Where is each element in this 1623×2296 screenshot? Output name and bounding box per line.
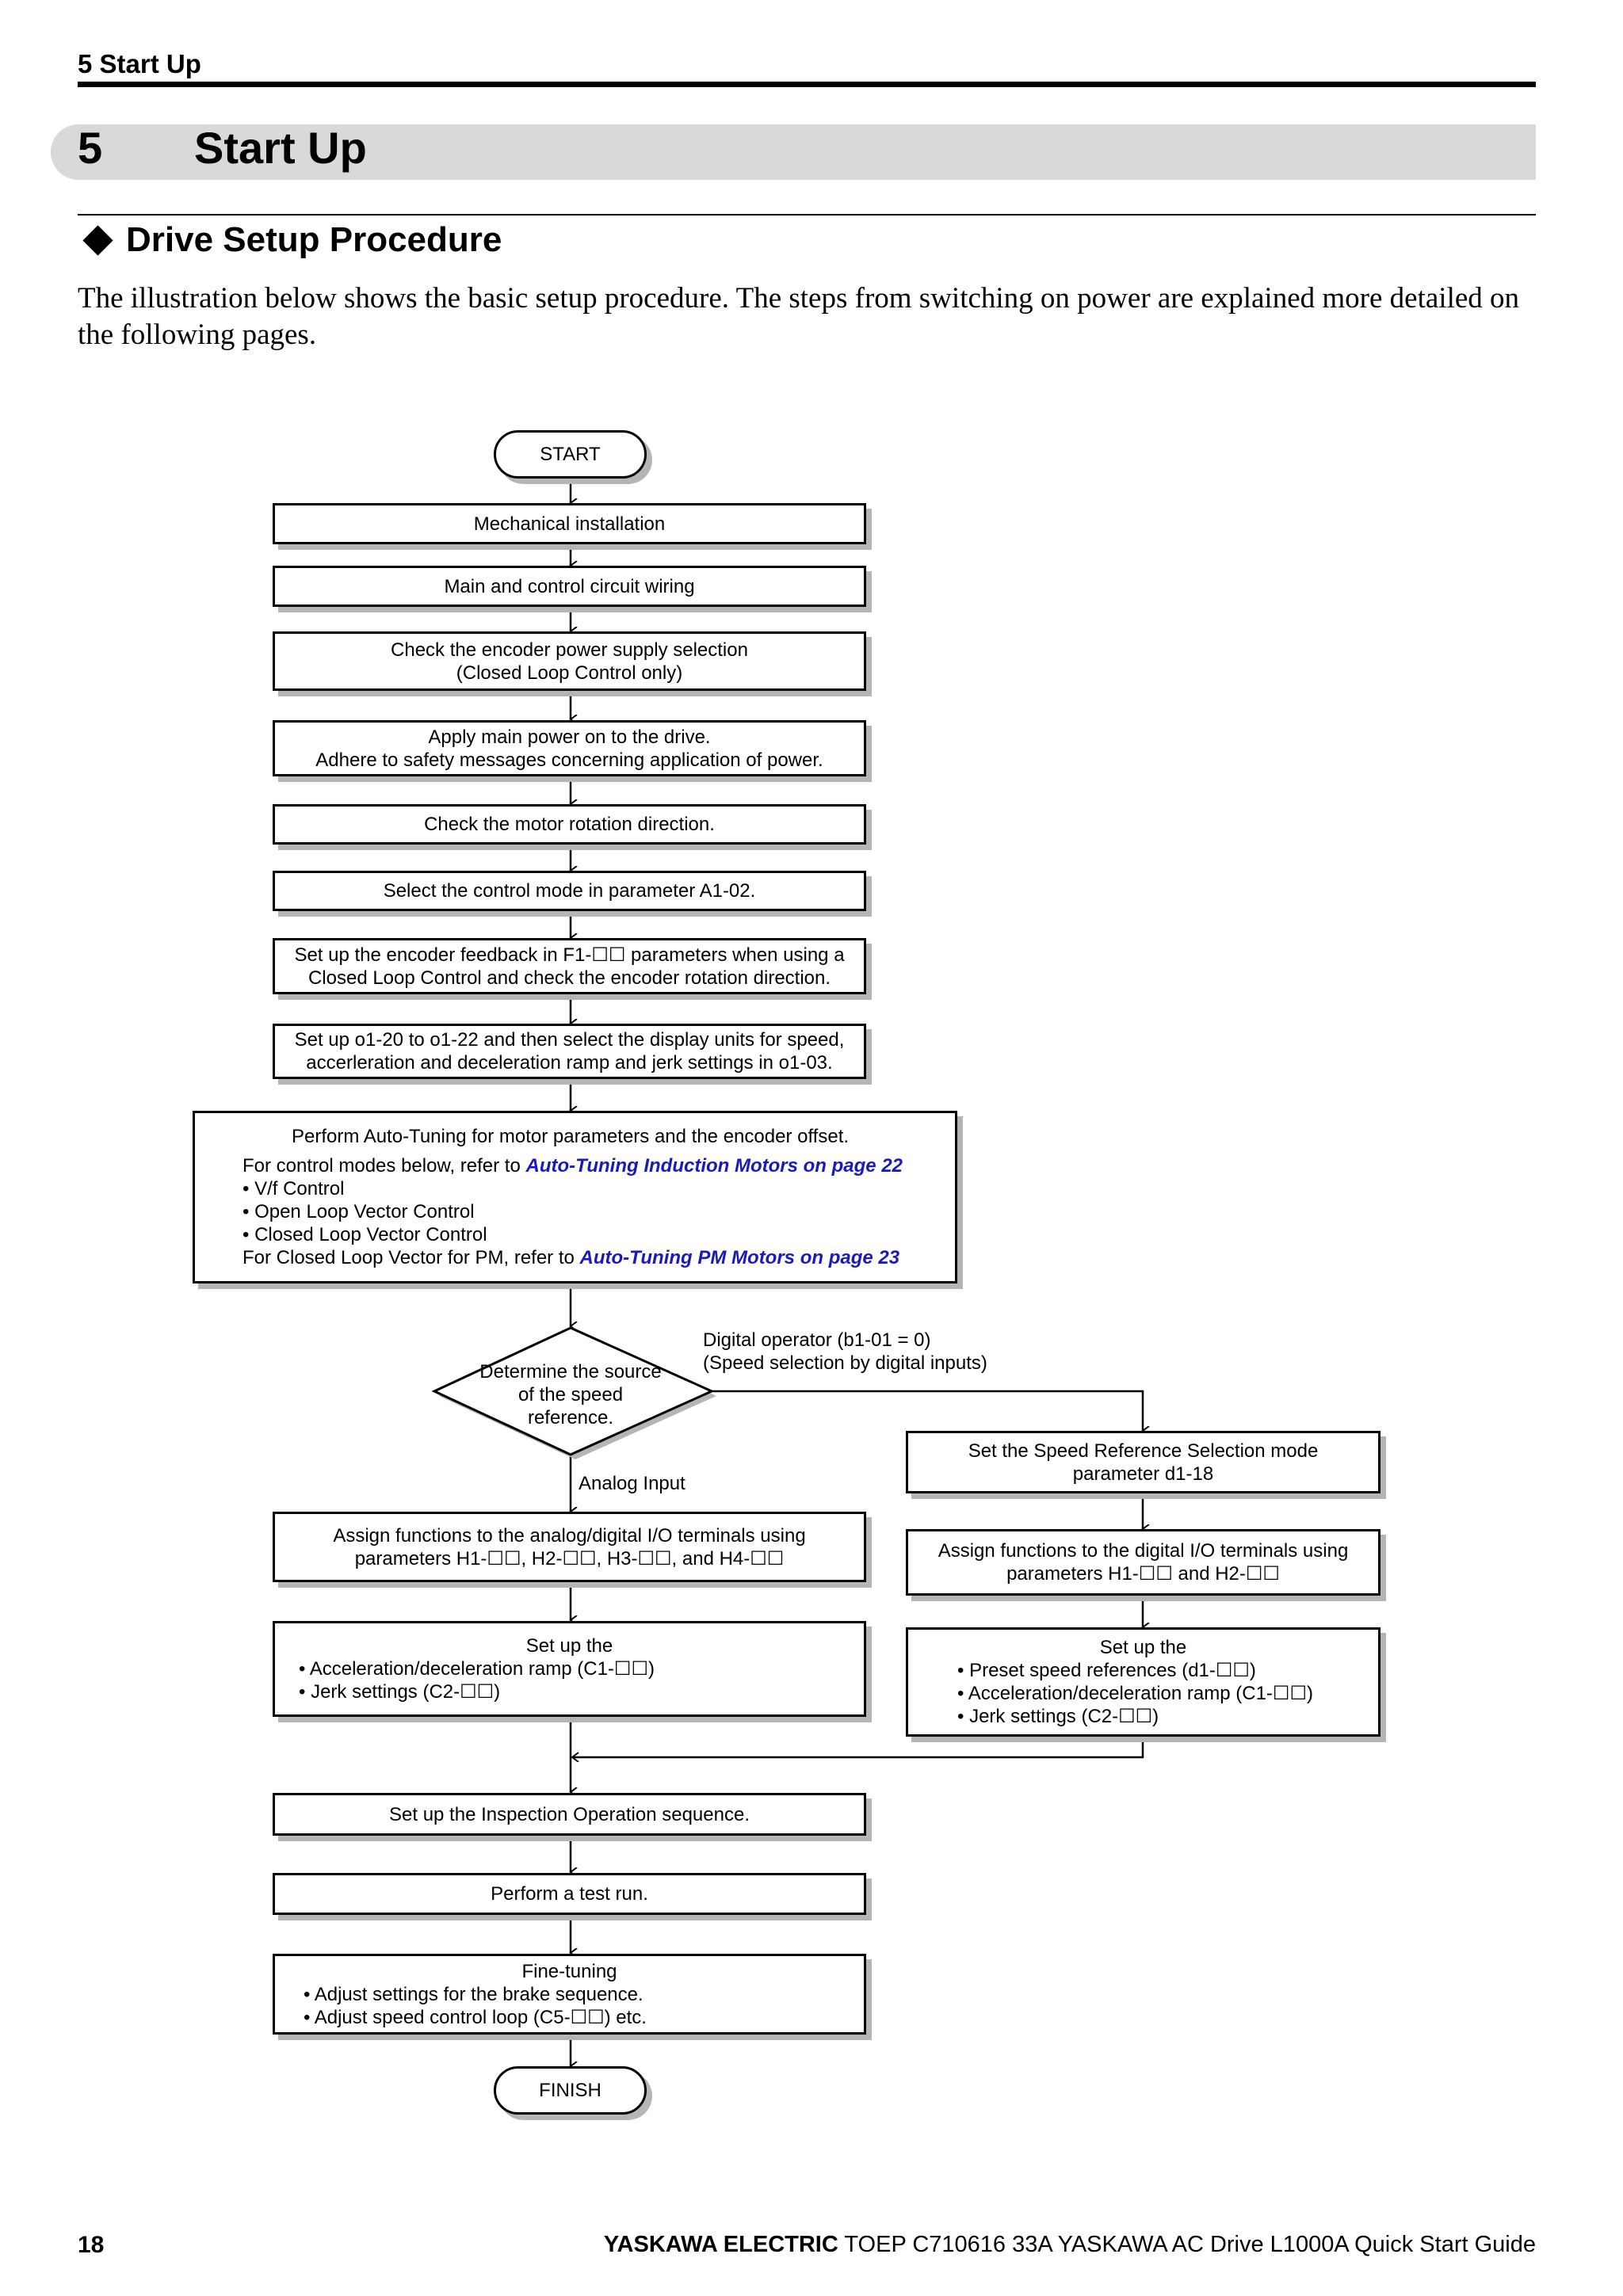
step-text: parameter d1-18	[1072, 1463, 1214, 1485]
decision-line: Determine the	[479, 1361, 600, 1383]
step-text: parameters H1-☐☐, H2-☐☐, H3-☐☐, and H4-☐…	[354, 1547, 785, 1569]
step-text: Adhere to safety messages concerning app…	[315, 749, 823, 771]
autotuning-modes-prefix: For control modes below, refer to	[242, 1155, 526, 1177]
running-head: 5 Start Up	[78, 49, 201, 78]
step-inspection-sequence: Set up the Inspection Operation sequence…	[273, 1793, 866, 1836]
step-text: accerleration and deceleration ramp and …	[306, 1052, 833, 1074]
step-motor-rotation: Check the motor rotation direction.	[273, 804, 866, 845]
decision-line: source of the speed	[517, 1361, 662, 1405]
chapter-title: Start Up	[194, 123, 367, 173]
finish-label: FINISH	[539, 2080, 601, 2101]
step-apply-power: Apply main power on to the drive. Adhere…	[273, 720, 866, 776]
section-title: Drive Setup Procedure	[126, 220, 502, 259]
step-text: Check the encoder power supply selection	[391, 639, 748, 661]
step-analog-assign: Assign functions to the analog/digital I…	[273, 1512, 866, 1582]
setup-bullet: • Acceleration/deceleration ramp (C1-☐☐)	[299, 1658, 655, 1680]
page-number: 18	[78, 2232, 105, 2258]
step-encoder-feedback: Set up the encoder feedback in F1-☐☐ par…	[273, 938, 866, 994]
autotuning-bullet: • Closed Loop Vector Control	[242, 1224, 487, 1245]
step-text: Set up the encoder feedback in F1-☐☐ par…	[294, 944, 845, 966]
finish-terminal: FINISH	[494, 2066, 647, 2115]
step-digital-assign: Assign functions to the digital I/O term…	[906, 1529, 1381, 1596]
footer-doc-title: TOEP C710616 33A YASKAWA AC Drive L1000A…	[844, 2232, 1536, 2257]
step-control-mode: Select the control mode in parameter A1-…	[273, 871, 866, 911]
section-heading: Drive Setup Procedure	[78, 220, 502, 260]
step-text: (Closed Loop Control only)	[456, 662, 683, 684]
decision-diamond	[431, 1326, 715, 1456]
step-circuit-wiring: Main and control circuit wiring	[273, 566, 866, 607]
step-auto-tuning: Perform Auto-Tuning for motor parameters…	[193, 1111, 957, 1283]
footer-company: YASKAWA ELECTRIC	[603, 2232, 838, 2257]
branch-label-line: Digital operator (b1-01 = 0)	[703, 1329, 931, 1351]
setup-bullet: • Acceleration/deceleration ramp (C1-☐☐)	[957, 1683, 1313, 1704]
autotuning-bullet: • V/f Control	[242, 1178, 345, 1199]
decision-text: Determine the source of the speed refere…	[475, 1360, 666, 1429]
step-text: Perform a test run.	[491, 1883, 648, 1905]
step-text: Closed Loop Control and check the encode…	[307, 967, 831, 989]
link-autotuning-induction[interactable]: Auto-Tuning Induction Motors on page 22	[525, 1155, 903, 1177]
step-digital-setup: Set up the • Preset speed references (d1…	[906, 1627, 1381, 1737]
step-text: Assign functions to the analog/digital I…	[333, 1524, 806, 1547]
step-test-run: Perform a test run.	[273, 1873, 866, 1915]
setup-bullet: • Preset speed references (d1-☐☐)	[957, 1660, 1256, 1681]
chapter-number: 5	[78, 123, 103, 173]
link-autotuning-pm[interactable]: Auto-Tuning PM Motors on page 23	[579, 1247, 900, 1268]
step-text: Set up o1-20 to o1-22 and then select th…	[294, 1029, 845, 1051]
step-text: Mechanical installation	[473, 513, 666, 535]
arrow-decision-digital	[710, 1390, 1143, 1431]
step-text: Apply main power on to the drive.	[428, 726, 711, 748]
branch-label-line: (Speed selection by digital inputs)	[703, 1352, 987, 1374]
setup-bullet: • Jerk settings (C2-☐☐)	[299, 1681, 501, 1703]
autotuning-bullet: • Open Loop Vector Control	[242, 1201, 475, 1222]
step-text: Main and control circuit wiring	[444, 575, 695, 597]
step-text: Select the control mode in parameter A1-…	[383, 880, 756, 902]
start-label: START	[540, 444, 601, 465]
autotuning-title: Perform Auto-Tuning for motor parameters…	[292, 1126, 850, 1147]
analog-branch-label: Analog Input	[579, 1473, 685, 1494]
header-rule	[78, 82, 1536, 87]
digital-branch-label: Digital operator (b1-01 = 0) (Speed sele…	[703, 1329, 987, 1375]
step-text: Assign functions to the digital I/O term…	[938, 1540, 1349, 1562]
step-text: Set the Speed Reference Selection mode	[968, 1440, 1319, 1462]
chapter-band	[51, 124, 1536, 180]
step-encoder-power-supply: Check the encoder power supply selection…	[273, 631, 866, 691]
autotuning-modes-line: For control modes below, refer to Auto-T…	[242, 1154, 903, 1177]
step-fine-tuning: Fine-tuning • Adjust settings for the br…	[273, 1954, 866, 2035]
fine-tuning-bullet: • Adjust speed control loop (C5-☐☐) etc.	[304, 2006, 647, 2028]
setup-bullet: • Jerk settings (C2-☐☐)	[957, 1706, 1159, 1727]
setup-title: Set up the	[1099, 1637, 1187, 1658]
autotuning-pm-line: For Closed Loop Vector for PM, refer to …	[242, 1246, 899, 1269]
footer-document-info: YASKAWA ELECTRIC TOEP C710616 33A YASKAW…	[604, 2232, 1536, 2258]
fine-tuning-bullet: • Adjust settings for the brake sequence…	[304, 1983, 643, 2005]
step-mechanical-installation: Mechanical installation	[273, 503, 866, 544]
step-speed-reference-mode: Set the Speed Reference Selection mode p…	[906, 1431, 1381, 1493]
section-rule	[78, 214, 1536, 215]
step-text: Check the motor rotation direction.	[424, 814, 715, 835]
step-text: parameters H1-☐☐ and H2-☐☐	[1006, 1563, 1280, 1585]
step-display-units: Set up o1-20 to o1-22 and then select th…	[273, 1024, 866, 1079]
arrow-digital-merge	[572, 1737, 1144, 1757]
setup-title: Set up the	[525, 1635, 613, 1657]
fine-tuning-title: Fine-tuning	[521, 1960, 617, 1982]
autotuning-pm-prefix: For Closed Loop Vector for PM, refer to	[242, 1247, 580, 1268]
decision-line: reference.	[527, 1407, 614, 1428]
start-terminal: START	[494, 430, 647, 479]
step-text: Set up the Inspection Operation sequence…	[389, 1803, 750, 1825]
step-analog-setup: Set up the • Acceleration/deceleration r…	[273, 1621, 866, 1717]
intro-paragraph: The illustration below shows the basic s…	[78, 282, 1520, 351]
